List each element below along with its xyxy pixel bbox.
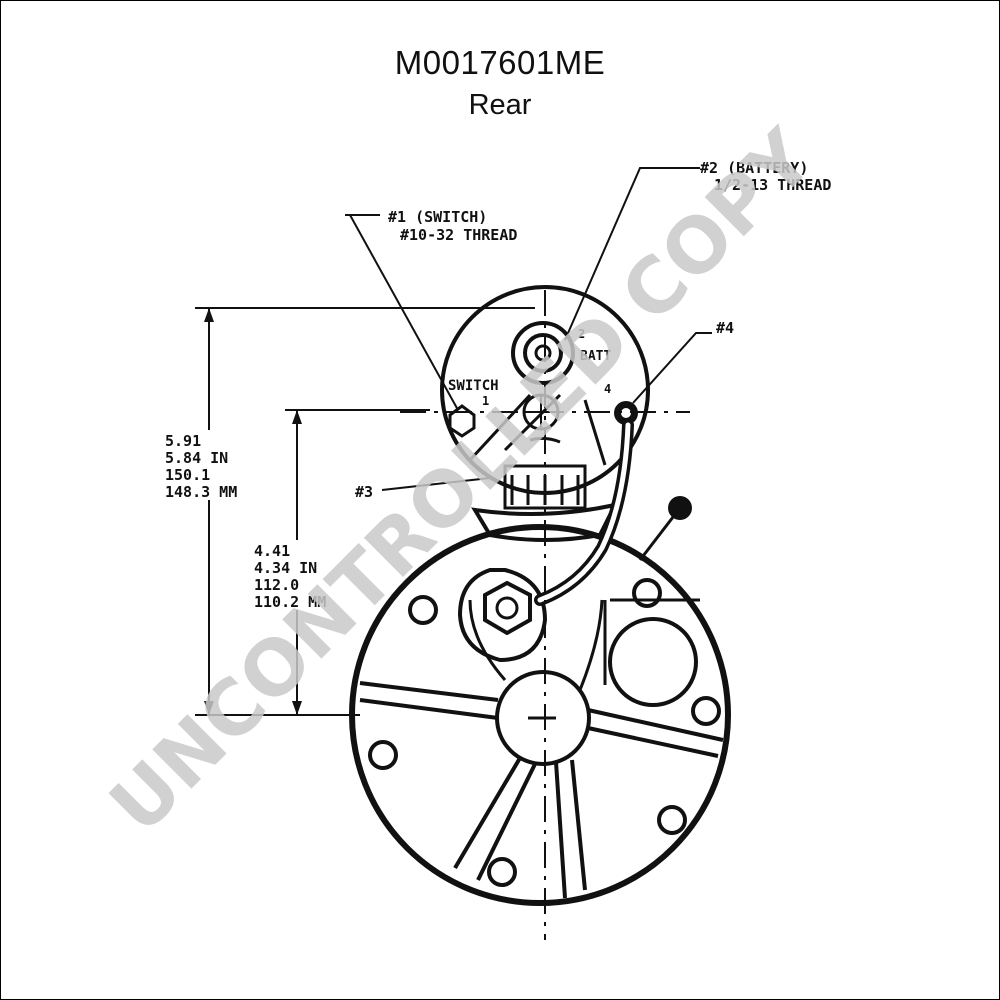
terminal-2-label: 2 xyxy=(578,327,585,341)
switch-callout-line2: #10-32 THREAD xyxy=(400,226,517,244)
leader-terminal-3 xyxy=(381,477,491,491)
housing-bolt-hole xyxy=(691,696,721,726)
spoke xyxy=(587,708,724,758)
inner-dim-mm-min: 110.2 MM xyxy=(254,593,326,611)
terminal-hex-nut xyxy=(483,580,532,636)
battery-callout-line2: 1/2-13 THREAD xyxy=(714,176,831,194)
terminal-4-callout: #4 xyxy=(716,319,734,337)
batt-terminal-label: BATT xyxy=(580,349,611,364)
outer-dim-in-min: 5.84 IN xyxy=(165,449,228,467)
drawing-title: M0017601ME xyxy=(394,44,606,81)
spoke xyxy=(554,759,587,899)
leader-battery xyxy=(564,167,700,341)
switch-callout-line1: #1 (SWITCH) xyxy=(388,208,487,226)
housing-bolt-hole xyxy=(657,805,687,835)
battery-callout-line1: #2 (BATTERY) xyxy=(700,159,808,177)
field-coil-cover xyxy=(608,617,698,707)
outer-dim-mm-min: 148.3 MM xyxy=(165,483,237,501)
spoke xyxy=(453,756,538,881)
spoke xyxy=(359,681,499,720)
housing-bolt-hole xyxy=(408,595,438,625)
inner-dim-in-min: 4.34 IN xyxy=(254,559,317,577)
drawing-subtitle: Rear xyxy=(468,89,532,121)
housing-bolt-hole xyxy=(368,740,398,770)
leader-switch xyxy=(345,214,459,411)
battery-terminal xyxy=(511,321,575,385)
outer-dim-mm-max: 150.1 xyxy=(165,466,210,484)
terminal-3-callout: #3 xyxy=(355,483,373,501)
switch-terminal-label: SWITCH xyxy=(448,378,499,394)
housing-bolt-hole xyxy=(632,578,662,608)
leader-terminal-4 xyxy=(632,332,712,404)
switch-terminal-nut xyxy=(448,404,476,438)
inner-dim-mm-max: 112.0 xyxy=(254,576,299,594)
outer-dim-in-max: 5.91 xyxy=(165,432,201,450)
terminal-1-label: 1 xyxy=(482,394,489,408)
terminal-4-label: 4 xyxy=(604,382,611,396)
housing-bolt-hole xyxy=(487,857,517,887)
inner-dim-in-max: 4.41 xyxy=(254,542,290,560)
terminal-plate xyxy=(457,568,548,663)
